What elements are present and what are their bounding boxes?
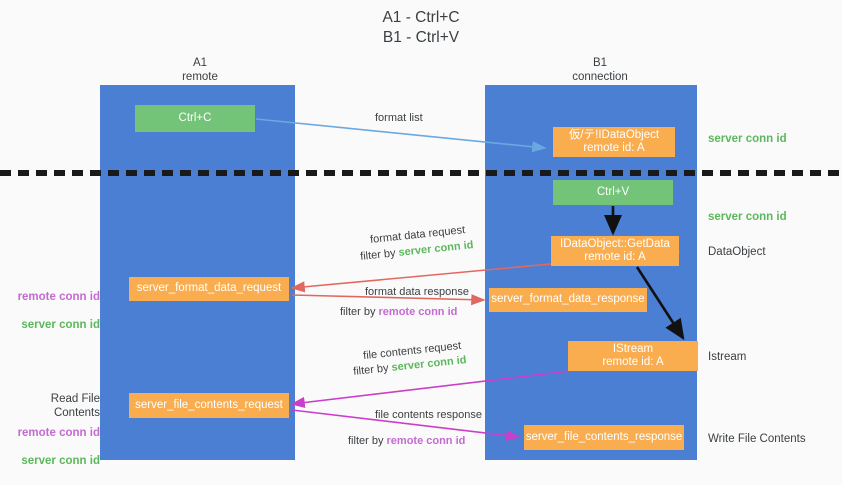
filter-by-text-2: filter by	[340, 306, 379, 318]
box-server-format-data-response[interactable]: server_format_data_response	[489, 288, 647, 312]
filter-by-text-3: filter by	[352, 361, 393, 378]
box-ctrl-v[interactable]: Ctrl+V	[553, 180, 673, 205]
box-server-file-contents-response[interactable]: server_file_contents_response	[524, 425, 684, 450]
label-remote-conn-id-2: remote conn id	[17, 427, 100, 439]
box-istream[interactable]: IStream remote id: A	[568, 341, 698, 371]
box-server-format-data-request[interactable]: server_format_data_request	[129, 277, 289, 301]
label-left-conn-ids-top: remote conn id server conn id	[8, 276, 100, 332]
box-server-file-contents-request[interactable]: server_file_contents_request	[129, 393, 289, 418]
filter-id-remote-2: remote conn id	[386, 435, 466, 447]
label-dataobject: DataObject	[708, 246, 766, 258]
filter-by-text-1: filter by	[359, 246, 400, 263]
arrow-label-file-contents-response: file contents response	[375, 409, 483, 421]
column-header-b1: B1 connection	[572, 57, 628, 83]
box-idataobject[interactable]: 仮/テ!IDataObject remote id: A	[553, 127, 675, 157]
arrow-label-filter-by-remote-2: filter by remote conn id	[348, 434, 465, 449]
filter-id-remote-1: remote conn id	[378, 306, 458, 318]
page-title: A1 - Ctrl+C B1 - Ctrl+V	[382, 9, 460, 46]
label-read-file-contents: Read File Contents	[50, 393, 100, 419]
label-remote-conn-id-1: remote conn id	[17, 291, 100, 303]
label-istream: Istream	[708, 351, 747, 363]
arrow-label-format-data-response: format data response	[365, 286, 469, 298]
box-idataobject-getdata[interactable]: IDataObject::GetData remote id: A	[551, 236, 679, 266]
column-header-a1: A1 remote	[182, 57, 218, 83]
label-write-file-contents: Write File Contents	[708, 433, 806, 445]
arrow-label-format-list: format list	[375, 112, 423, 124]
arrow-label-filter-by-remote-1: filter by remote conn id	[340, 305, 457, 320]
filter-by-text-4: filter by	[348, 435, 387, 447]
label-server-conn-id-1: server conn id	[21, 319, 100, 331]
label-server-conn-id-top: server conn id	[708, 133, 787, 145]
label-left-conn-ids-bottom: remote conn id server conn id	[8, 412, 100, 468]
label-server-conn-id-mid: server conn id	[708, 211, 787, 223]
box-ctrl-c[interactable]: Ctrl+C	[135, 105, 255, 132]
divider-dashed-line	[0, 170, 842, 176]
label-server-conn-id-2: server conn id	[21, 455, 100, 467]
